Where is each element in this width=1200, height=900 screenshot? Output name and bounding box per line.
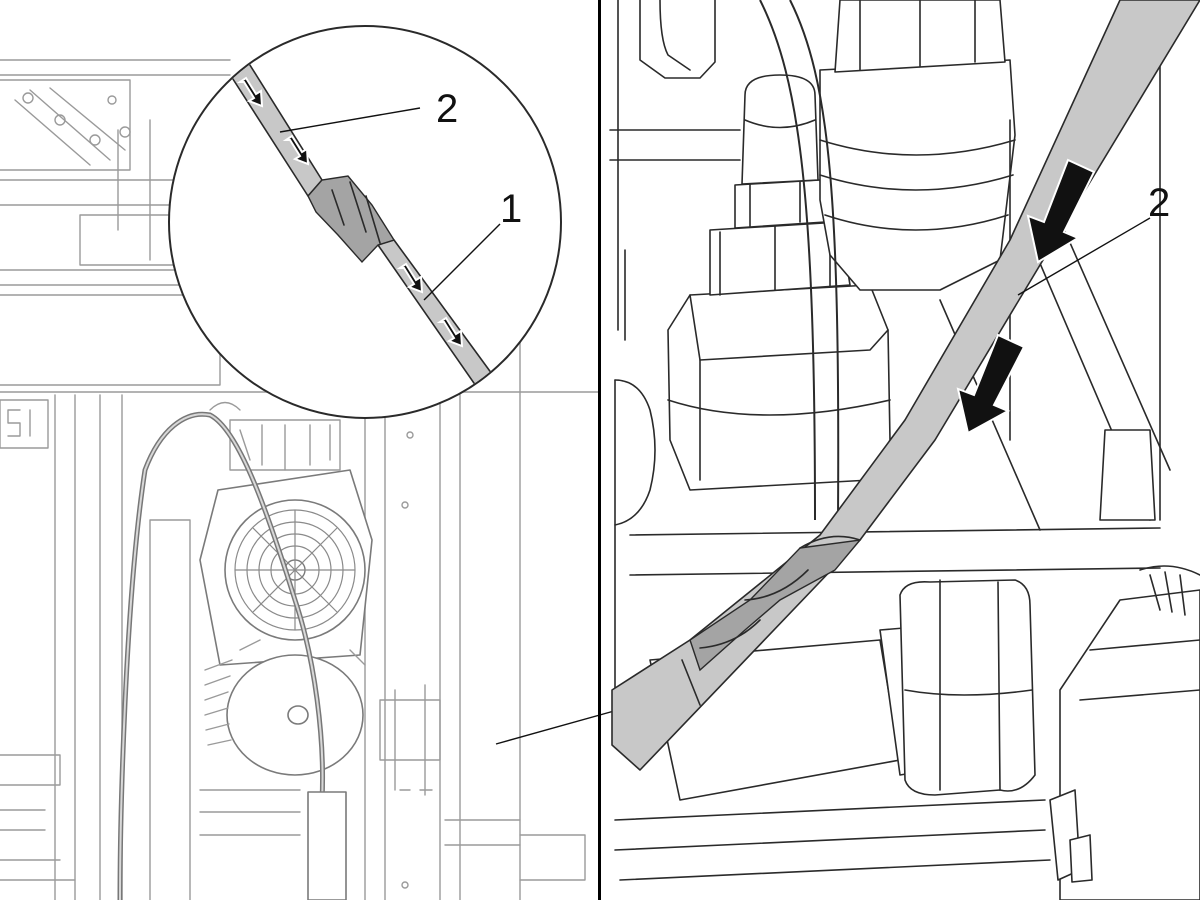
fitting-stack-center	[819, 0, 1016, 291]
callout-2-right: 2	[1148, 181, 1170, 225]
leader-line-2-right	[1017, 217, 1151, 296]
callout-1-magnifier: 1	[500, 187, 522, 231]
thin-vertical-hose	[759, 0, 840, 521]
frame-plate	[0, 399, 49, 449]
front-connector	[614, 579, 1051, 881]
lower-frame	[0, 789, 521, 846]
lower-motor	[204, 639, 366, 776]
panel-link-leader	[495, 705, 633, 745]
leader-line-2	[279, 107, 421, 133]
magnifier-detail: 2 1	[168, 25, 562, 419]
left-hose	[117, 411, 347, 900]
flow-direction-arrow-icon	[956, 158, 1096, 435]
leader-line-1	[423, 223, 501, 301]
right-panel-closeup: 2	[609, 0, 1200, 900]
flow-direction-arrow-icon	[236, 76, 464, 348]
frame-diagonals	[629, 0, 1171, 576]
lower-right-unit	[1049, 565, 1200, 900]
fitting-stack-left	[667, 74, 891, 491]
valve-fittings	[209, 401, 441, 796]
left-panel-machine-overview: 2 1	[0, 25, 633, 900]
panel-divider	[598, 0, 601, 900]
callout-2-magnifier: 2	[436, 87, 458, 131]
main-hose	[611, 0, 1200, 771]
frame-posts	[0, 329, 586, 900]
background-housings	[609, 0, 741, 721]
